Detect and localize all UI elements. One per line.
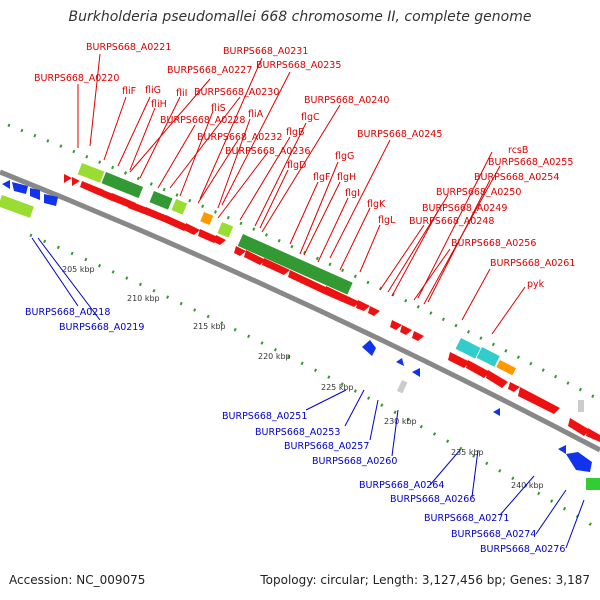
scale-label: 230 kbp <box>384 417 417 426</box>
cog-track-forward <box>77 163 517 376</box>
gene-label-forward: fliI <box>176 88 187 99</box>
gene-label-forward: BURPS668_A0261 <box>490 258 575 269</box>
genome-map: 205 kbp 210 kbp 215 kbp 220 kbp 225 kbp … <box>0 42 600 555</box>
gene-label-reverse: BURPS668_A0274 <box>451 529 536 540</box>
scale-label: 235 kbp <box>451 448 484 457</box>
gene-label-reverse: BURPS668_A0276 <box>480 544 565 555</box>
gene-label-reverse: BURPS668_A0251 <box>222 411 307 422</box>
gene-label-forward: BURPS668_A0256 <box>451 238 536 249</box>
gene-label-forward: BURPS668_A0240 <box>304 95 389 106</box>
scale-label: 210 kbp <box>127 294 160 303</box>
gene-label-forward: BURPS668_A0230 <box>194 87 279 98</box>
forward-cds-track <box>64 174 600 442</box>
scale-label: 205 kbp <box>62 265 95 274</box>
gene-label-forward: BURPS668_A0227 <box>167 65 252 76</box>
gene-label-forward: BURPS668_A0248 <box>409 216 494 227</box>
gene-label-forward: BURPS668_A0235 <box>256 60 341 71</box>
scale-label: 240 kbp <box>511 481 544 490</box>
gene-label-forward: BURPS668_A0220 <box>34 73 119 84</box>
gene-label-reverse: BURPS668_A0253 <box>255 427 340 438</box>
gene-label-reverse: BURPS668_A0219 <box>59 322 144 333</box>
gene-label-forward: BURPS668_A0249 <box>422 203 507 214</box>
cog-track-reverse <box>0 195 600 490</box>
gene-label-forward: BURPS668_A0231 <box>223 46 308 57</box>
gene-label-forward: BURPS668_A0254 <box>474 172 559 183</box>
chromosome-backbone <box>0 169 600 453</box>
gene-label-forward: BURPS668_A0255 <box>488 157 573 168</box>
scale-label: 225 kbp <box>321 383 354 392</box>
gene-label-reverse: BURPS668_A0260 <box>312 456 397 467</box>
map-title: Burkholderia pseudomallei 668 chromosome… <box>68 9 532 25</box>
gene-label-forward: flgC <box>301 112 320 123</box>
gene-label-forward: flgL <box>378 215 396 226</box>
forward-gene-labels: BURPS668_A0221 BURPS668_A0220 BURPS668_A… <box>34 42 575 290</box>
gene-label-forward: BURPS668_A0250 <box>436 187 521 198</box>
gene-label-forward: fliH <box>151 99 167 110</box>
gene-label-reverse: BURPS668_A0271 <box>424 513 509 524</box>
gene-label-reverse: BURPS668_A0218 <box>25 307 110 318</box>
gene-label-forward: BURPS668_A0232 <box>197 132 282 143</box>
gene-label-reverse: BURPS668_A0257 <box>284 441 369 452</box>
gene-label-forward: rcsB <box>508 145 528 156</box>
gene-label-forward: BURPS668_A0236 <box>225 146 310 157</box>
scale-labels: 205 kbp 210 kbp 215 kbp 220 kbp 225 kbp … <box>62 265 544 490</box>
gene-label-forward: flgK <box>367 199 386 210</box>
reverse-cds-track <box>2 180 592 472</box>
scale-label: 220 kbp <box>258 352 291 361</box>
topology-text: Topology: circular; Length: 3,127,456 bp… <box>260 573 590 587</box>
gene-label-forward: fliS <box>211 103 226 114</box>
gene-label-forward: flgG <box>335 151 354 162</box>
gene-label-forward: flgD <box>287 160 306 171</box>
reverse-leader-lines <box>31 237 585 549</box>
gene-label-forward: flgI <box>345 188 360 199</box>
gene-label-forward: flgB <box>286 127 305 138</box>
gene-label-reverse: BURPS668_A0264 <box>359 480 444 491</box>
forward-leader-lines <box>77 53 526 335</box>
gene-label-forward: BURPS668_A0228 <box>160 115 245 126</box>
scale-label: 215 kbp <box>193 322 226 331</box>
gene-label-forward: fliG <box>145 85 161 96</box>
reverse-gene-labels: BURPS668_A0218 BURPS668_A0219 BURPS668_A… <box>25 307 565 555</box>
accession-text: Accession: NC_009075 <box>9 573 146 587</box>
gene-label-forward: fliF <box>122 86 136 97</box>
gene-label-reverse: BURPS668_A0266 <box>390 494 475 505</box>
gene-label-forward: flgH <box>337 172 356 183</box>
gene-label-forward: fliA <box>248 109 264 120</box>
gene-label-forward: BURPS668_A0221 <box>86 42 171 53</box>
gene-label-forward: BURPS668_A0245 <box>357 129 442 140</box>
gene-label-forward: pyk <box>527 279 545 290</box>
gene-label-forward: flgF <box>313 172 330 183</box>
